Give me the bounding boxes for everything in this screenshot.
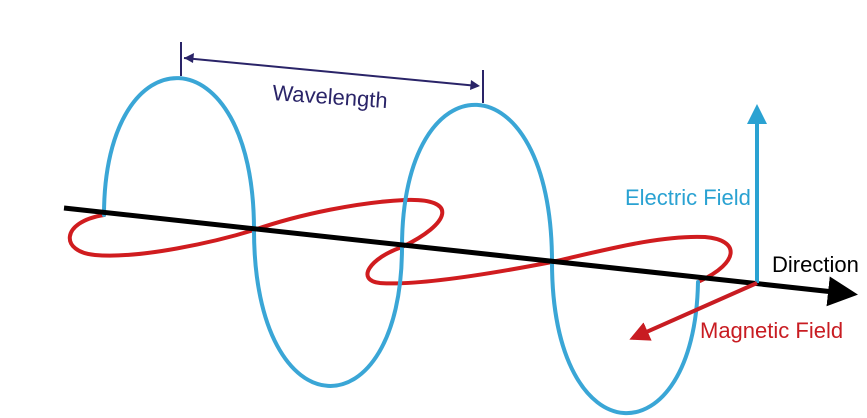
direction-axis: [63, 205, 858, 307]
electric-field-label: Electric Field: [625, 185, 751, 210]
wavelength-label: Wavelength: [272, 80, 389, 113]
magnetic-field-arrow: [629, 281, 758, 341]
wavelength-marker: [180, 42, 484, 103]
direction-label: Direction: [772, 252, 859, 277]
magnetic-field-label: Magnetic Field: [700, 318, 843, 343]
